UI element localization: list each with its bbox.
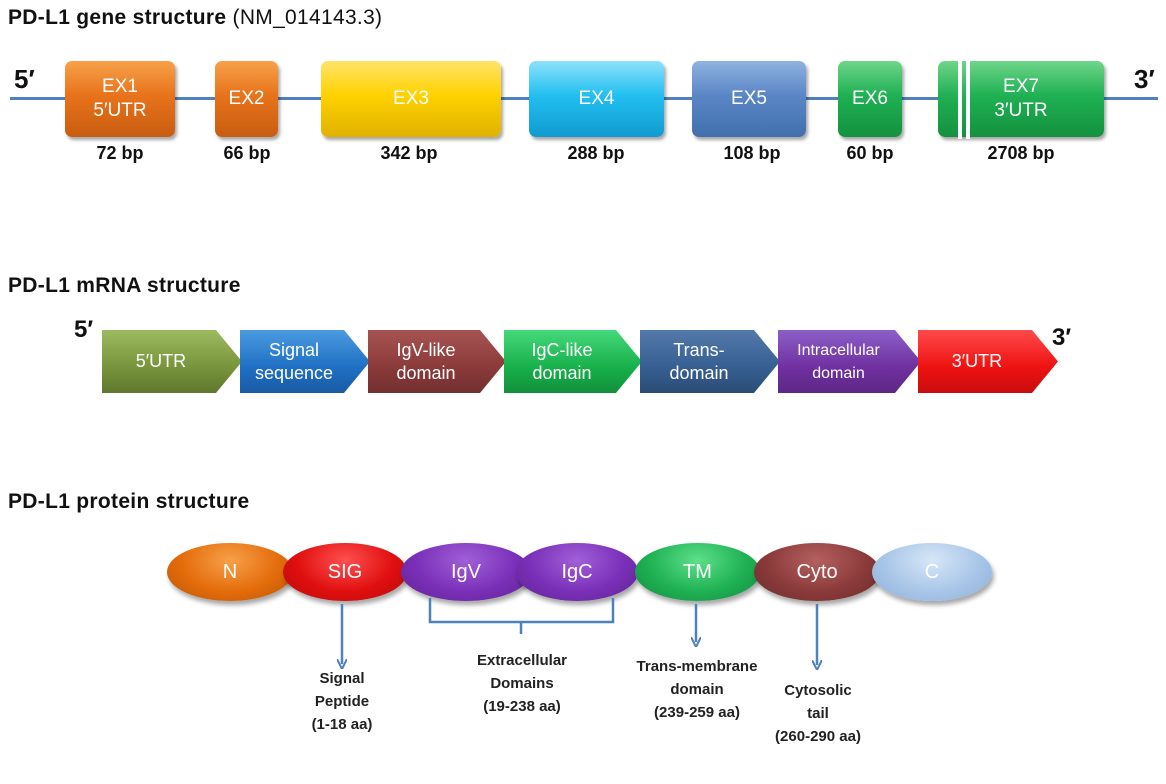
exon-5-size: 108 bp (723, 143, 781, 163)
exon-7: EX7 3′UTR (938, 59, 1104, 139)
exon-7-size: 2708 bp (987, 143, 1055, 163)
annotation-line: domain (670, 681, 724, 698)
exon-3: EX3 (321, 61, 501, 137)
mrna-segment-label: IgC-like (531, 339, 593, 360)
exon-2-label: EX2 (228, 88, 265, 109)
domain-igc: IgC (516, 543, 638, 601)
domain-cytoplasmic: Cyto (754, 543, 880, 601)
protein-structure-title: PD-L1 protein structure (8, 490, 250, 513)
domain-n-terminus: N (167, 543, 293, 601)
annotation-line: Domains (490, 675, 554, 692)
mrna-segment-label: domain (812, 364, 865, 382)
exon-2: EX2 (215, 61, 278, 137)
annotation-line: (19-238 aa) (483, 698, 561, 715)
mrna-segment-intracellular-domain: Intracellular domain (778, 330, 921, 393)
exon-7-label: EX7 (1003, 76, 1039, 97)
mrna-segment-label: 3′UTR (951, 351, 1003, 371)
annotation-line: tail (807, 705, 829, 722)
exon-7-sublabel: 3′UTR (994, 100, 1048, 121)
exon-1: EX1 5′UTR (65, 61, 175, 137)
exon-4-size: 288 bp (567, 143, 625, 163)
exon-1-size: 72 bp (96, 143, 144, 163)
extracellular-bracket (428, 598, 615, 634)
annotation-line: Peptide (314, 693, 370, 710)
exon-4-label: EX4 (578, 88, 615, 109)
mrna-segment-label: domain (669, 362, 729, 383)
cytosolic-annotation: Cytosolic tail (260-290 aa) (758, 679, 878, 748)
exon-6-label: EX6 (852, 88, 888, 109)
gene-accession: (NM_014143.3) (232, 6, 383, 29)
mrna-segment-label: sequence (254, 362, 334, 383)
annotation-line: (239-259 aa) (654, 704, 740, 721)
annotation-line: (260-290 aa) (775, 728, 861, 745)
mrna-segment-trans-domain: Trans-domain (640, 330, 780, 393)
exon-1-label: EX1 (102, 76, 138, 97)
mrna-three-prime-label: 3′ (1052, 324, 1072, 351)
annotation-line: Extracellular (476, 652, 568, 669)
annotation-line: Signal (319, 670, 365, 687)
domain-signal-peptide: SIG (283, 543, 407, 601)
mrna-segment-label: IgV-like (396, 339, 456, 360)
exon-5: EX5 (692, 61, 806, 137)
gene-five-prime-label: 5′ (14, 64, 35, 94)
extracellular-annotation: Extracellular Domains (19-238 aa) (452, 649, 592, 718)
mrna-segment-label: Signal (268, 339, 320, 360)
transmembrane-annotation: Trans-membrane domain (239-259 aa) (622, 655, 772, 724)
mrna-segment-3utr: 3′UTR (918, 330, 1058, 393)
gene-title-text: PD-L1 gene structure (8, 6, 227, 29)
exon-7-break-mark (958, 59, 962, 139)
mrna-segment-5utr: 5′UTR (102, 330, 242, 393)
signal-peptide-annotation: Signal Peptide (1-18 aa) (292, 667, 392, 736)
exon-2-size: 66 bp (223, 143, 271, 163)
annotation-line: (1-18 aa) (311, 716, 373, 733)
exon-1-sublabel: 5′UTR (93, 100, 147, 121)
mrna-segment-label: domain (396, 362, 456, 383)
mrna-segment-label: domain (532, 362, 592, 383)
annotation-line: Trans-membrane (636, 658, 758, 675)
exon-7-break-mark (966, 59, 970, 139)
domain-igv: IgV (401, 543, 531, 601)
exon-4: EX4 (529, 61, 664, 137)
gene-three-prime-label: 3′ (1134, 64, 1155, 94)
exon-6: EX6 (838, 61, 902, 137)
annotation-line: Cytosolic (784, 682, 852, 699)
exon-5-label: EX5 (731, 88, 767, 109)
domain-transmembrane: TM (635, 543, 760, 601)
mrna-segment-label: 5′UTR (135, 351, 187, 371)
exon-3-label: EX3 (393, 88, 429, 109)
domain-c-terminus: C (872, 543, 992, 601)
gene-structure-title: PD-L1 gene structure (NM_014143.3) (8, 6, 382, 30)
exon-3-size: 342 bp (380, 143, 438, 163)
mrna-segment-label: Intracellular (797, 341, 880, 359)
mrna-five-prime-label: 5′ (74, 316, 94, 343)
exon-6-size: 60 bp (846, 143, 894, 163)
mrna-segment-label: Trans- (673, 339, 725, 360)
mrna-structure-title: PD-L1 mRNA structure (8, 274, 241, 297)
